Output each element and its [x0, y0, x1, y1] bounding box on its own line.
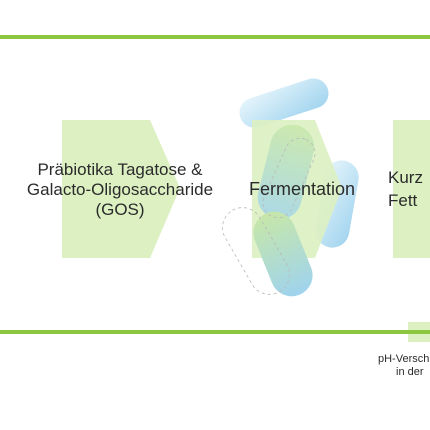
bacteria-rod-dashed-2 [262, 137, 316, 219]
ph-note-line: pH-Versch [378, 353, 430, 365]
step-label-line: Präbiotika Tagatose & [37, 160, 203, 179]
bacteria-cluster-icon [222, 78, 359, 297]
step-label-line: Fermentation [248, 179, 356, 199]
ph-note-line: in der [396, 366, 424, 378]
step-label-fermentation: Fermentation [238, 179, 366, 199]
step-arrow-scfa [393, 120, 430, 258]
bottom-rule [0, 330, 430, 334]
step-label-line: (GOS) [95, 200, 145, 219]
step-label-line: Galacto-Oligosaccharide [26, 180, 214, 199]
bacteria-rod-dashed-1 [222, 207, 290, 295]
bacteria-rod-center [257, 124, 315, 220]
top-rule [0, 35, 430, 39]
ph-note-label: pH-Versch in der [378, 353, 429, 379]
step-label-prebiotics: Präbiotika Tagatose & Galacto-Oligosacch… [10, 160, 230, 220]
step-label-scfa: Kurz Fett [388, 166, 430, 212]
step-arrow-prebiotics [62, 120, 180, 258]
bacteria-rod-top [239, 78, 329, 128]
step-label-line: Fett [388, 191, 418, 210]
step-label-line: Kurz [388, 168, 423, 187]
